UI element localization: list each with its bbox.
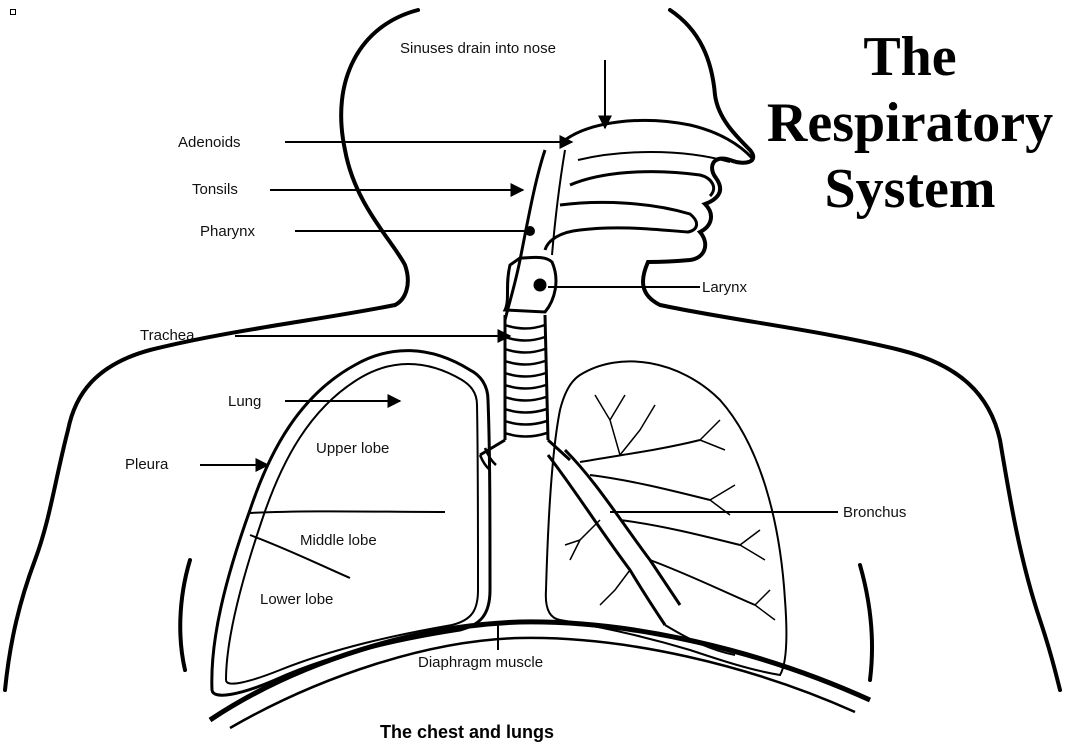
larynx-shape <box>505 257 556 312</box>
label-pharynx: Pharynx <box>200 223 256 240</box>
face-outline <box>648 10 753 262</box>
label-upper-lobe: Upper lobe <box>316 440 389 457</box>
label-tonsils: Tonsils <box>192 181 238 198</box>
tongue <box>545 202 697 250</box>
left-shoulder-outline <box>5 305 395 690</box>
right-lung-shape <box>546 361 787 675</box>
palate <box>570 172 714 196</box>
label-sinuses: Sinuses drain into nose <box>400 40 556 57</box>
label-bronchus: Bronchus <box>843 504 906 521</box>
right-shoulder-outline <box>643 262 1060 690</box>
title-line-2: Respiratory <box>752 90 1066 156</box>
bronchus-tree <box>548 395 775 655</box>
page-title: The Respiratory System <box>752 24 1066 222</box>
diaphragm-shape <box>210 622 870 728</box>
title-line-3: System <box>752 156 1066 222</box>
title-line-1: The <box>752 24 1066 90</box>
left-armpit-outline <box>180 560 190 670</box>
caption: The chest and lungs <box>380 722 554 742</box>
label-lower-lobe: Lower lobe <box>260 591 333 608</box>
label-adenoids: Adenoids <box>178 134 241 151</box>
label-lung: Lung <box>228 393 261 410</box>
label-trachea: Trachea <box>140 327 195 344</box>
label-middle-lobe: Middle lobe <box>300 532 377 549</box>
label-pleura: Pleura <box>125 456 169 473</box>
label-larynx: Larynx <box>702 279 748 296</box>
label-diaphragm: Diaphragm muscle <box>418 654 543 671</box>
right-armpit-outline <box>860 565 872 680</box>
trachea-rings <box>480 315 570 470</box>
